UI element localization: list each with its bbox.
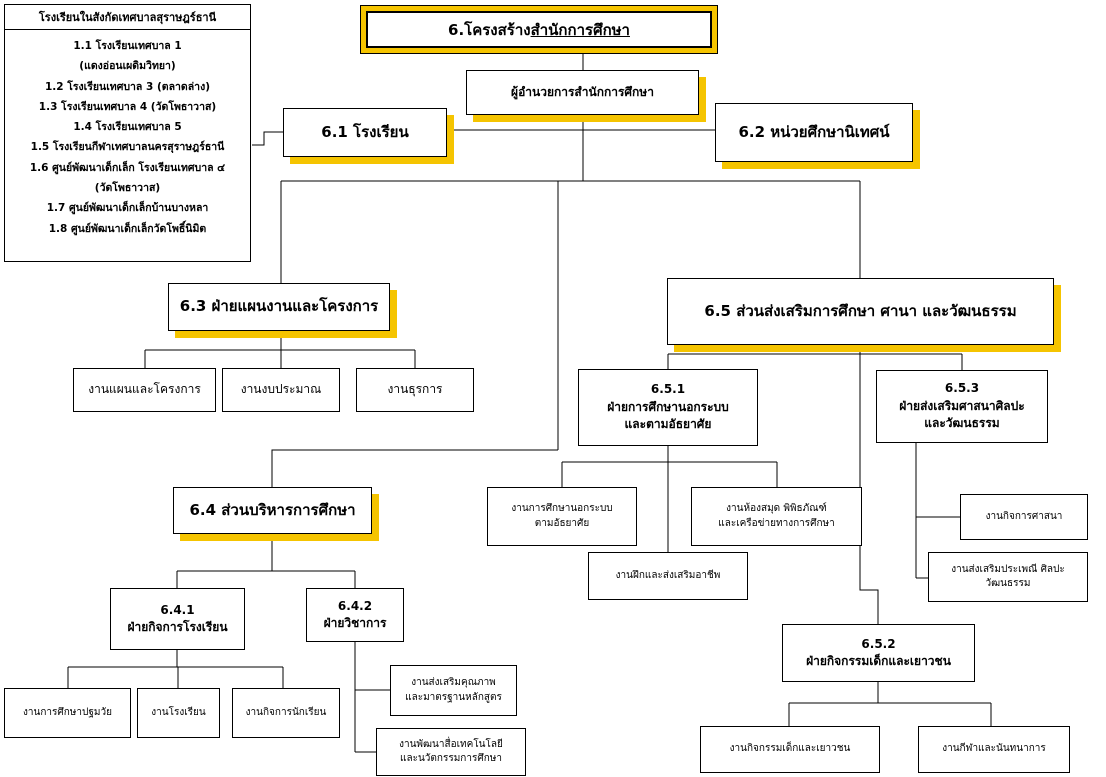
division-6-5-2-box: 6.5.2 ฝ่ายกิจกรรมเด็กและเยาวชน xyxy=(782,624,975,682)
director-label: ผู้อำนวยการสำนักการศึกษา xyxy=(511,84,654,99)
academic-task-box: งานส่งเสริมคุณภาพ และมาตรฐานหลักสูตร xyxy=(390,665,517,716)
task-label: งานกีฬาและนันทนาการ xyxy=(942,743,1046,755)
division-name: ฝ่ายกิจกรรมเด็กและเยาวชน xyxy=(806,654,951,668)
admin-task-label: งานการศึกษาปฐมวัย xyxy=(23,706,112,718)
unit-6-1-box: 6.1 โรงเรียน xyxy=(283,108,447,157)
task-tradition-box: งานส่งเสริมประเพณี ศิลปะ วัฒนธรรม xyxy=(928,552,1088,602)
division-6-4-2-box: 6.4.2 ฝ่ายวิชาการ xyxy=(306,588,404,642)
unit-6-5-label: 6.5 ส่วนส่งเสริมการศึกษา ศานา และวัฒนธรร… xyxy=(704,301,1017,320)
division-name: ฝ่ายส่งเสริมศาสนาศิลปะ xyxy=(899,398,1025,413)
task-nonformal-box: งานการศึกษานอกระบบ ตามอัธยาศัย xyxy=(487,487,637,546)
academic-task-label: และมาตรฐานหลักสูตร xyxy=(405,691,502,703)
academic-task-label: งานส่งเสริมคุณภาพ xyxy=(411,677,496,688)
admin-task-box: งานการศึกษาปฐมวัย xyxy=(4,688,131,738)
schools-legend-item: (วัดโพธาวาส) xyxy=(94,182,161,195)
division-code: 6.4.1 xyxy=(160,602,195,617)
schools-legend-item: 1.5 โรงเรียนกีฬาเทศบาลนครสุราษฎร์ธานี xyxy=(30,141,225,154)
division-name: และวัฒนธรรม xyxy=(924,416,1000,431)
schools-legend-item: 1.7 ศูนย์พัฒนาเด็กเล็กบ้านบางหลา xyxy=(46,202,209,215)
schools-legend-list: 1.1 โรงเรียนเทศบาล 1 (แดงอ่อนเผดิมวิทยา)… xyxy=(5,30,250,239)
admin-task-label: งานโรงเรียน xyxy=(151,706,206,718)
task-label: วัฒนธรรม xyxy=(985,578,1031,589)
division-code: 6.5.1 xyxy=(650,382,686,397)
schools-legend-item: (แดงอ่อนเผดิมวิทยา) xyxy=(79,60,176,73)
schools-legend-item: 1.2 โรงเรียนเทศบาล 3 (ตลาดล่าง) xyxy=(44,80,211,93)
division-code: 6.5.3 xyxy=(944,381,980,396)
unit-6-5-box: 6.5 ส่วนส่งเสริมการศึกษา ศานา และวัฒนธรร… xyxy=(667,278,1054,345)
task-label: และเครือข่ายทางการศึกษา xyxy=(718,517,835,529)
division-name: และตามอัธยาศัย xyxy=(624,417,712,432)
director-box: ผู้อำนวยการสำนักการศึกษา xyxy=(466,70,699,115)
task-religion-box: งานกิจการศาสนา xyxy=(960,494,1088,540)
schools-legend: โรงเรียนในสังกัดเทศบาลสุราษฎร์ธานี 1.1 โ… xyxy=(4,4,251,262)
admin-task-box: งานกิจการนักเรียน xyxy=(232,688,340,738)
unit-6-2-label: 6.2 หน่วยศึกษานิเทศน์ xyxy=(738,122,890,141)
task-label: งานห้องสมุด พิพิธภัณฑ์ xyxy=(726,503,827,514)
task-label: งานส่งเสริมประเพณี ศิลปะ xyxy=(951,563,1065,575)
division-6-4-1-box: 6.4.1 ฝ่ายกิจการโรงเรียน xyxy=(110,588,245,650)
division-code: 6.5.2 xyxy=(861,636,896,651)
unit-6-3-label: 6.3 ฝ่ายแผนงานและโครงการ xyxy=(179,297,379,316)
academic-task-label: งานพัฒนาสื่อเทคโนโลยี xyxy=(399,738,503,750)
plan-task-label: งานแผนและโครงการ xyxy=(88,382,201,397)
task-label: งานฝึกและส่งเสริมอาชีพ xyxy=(615,569,721,581)
admin-task-box: งานโรงเรียน xyxy=(137,688,220,738)
unit-6-1-label: 6.1 โรงเรียน xyxy=(321,122,409,141)
task-vocational-box: งานฝึกและส่งเสริมอาชีพ xyxy=(588,552,748,600)
plan-task-box: งานแผนและโครงการ xyxy=(73,368,216,412)
schools-legend-item: 1.6 ศูนย์พัฒนาเด็กเล็ก โรงเรียนเทศบาล ๔ xyxy=(29,161,226,174)
plan-task-box: งานงบประมาณ xyxy=(222,368,340,412)
task-label: งานกิจกรรมเด็กและเยาวชน xyxy=(729,743,851,755)
academic-task-box: งานพัฒนาสื่อเทคโนโลยี และนวัตกรรมการศึกษ… xyxy=(376,728,526,776)
unit-6-4-box: 6.4 ส่วนบริหารการศึกษา xyxy=(173,487,372,534)
division-6-5-3-box: 6.5.3 ฝ่ายส่งเสริมศาสนาศิลปะ และวัฒนธรรม xyxy=(876,370,1048,443)
page-title: 6.โครงสร้างสำนักการศึกษา xyxy=(360,5,718,54)
title-prefix: 6.โครงสร้าง xyxy=(448,20,531,39)
schools-legend-item: 1.8 ศูนย์พัฒนาเด็กเล็กวัดโพธิ์นิมิต xyxy=(48,222,207,235)
task-label: ตามอัธยาศัย xyxy=(534,517,590,529)
schools-legend-item: 1.4 โรงเรียนเทศบาล 5 xyxy=(73,121,182,134)
task-sports-box: งานกีฬาและนันทนาการ xyxy=(918,726,1070,773)
division-6-5-1-box: 6.5.1 ฝ่ายการศึกษานอกระบบ และตามอัธยาศัย xyxy=(578,369,758,446)
title-underlined: สำนักการศึกษา xyxy=(530,20,630,39)
division-name: ฝ่ายการศึกษานอกระบบ xyxy=(607,399,729,414)
schools-legend-item: 1.1 โรงเรียนเทศบาล 1 xyxy=(73,40,182,52)
unit-6-2-box: 6.2 หน่วยศึกษานิเทศน์ xyxy=(715,103,913,162)
plan-task-box: งานธุรการ xyxy=(356,368,474,412)
plan-task-label: งานธุรการ xyxy=(387,382,443,397)
division-name: ฝ่ายกิจการโรงเรียน xyxy=(127,620,228,634)
academic-task-label: และนวัตกรรมการศึกษา xyxy=(400,753,502,764)
task-label: งานการศึกษานอกระบบ xyxy=(511,503,613,514)
plan-task-label: งานงบประมาณ xyxy=(240,382,322,397)
division-code: 6.4.2 xyxy=(337,598,373,613)
schools-legend-item: 1.3 โรงเรียนเทศบาล 4 (วัดโพธาวาส) xyxy=(38,100,217,113)
division-name: ฝ่ายวิชาการ xyxy=(323,616,387,630)
schools-legend-title: โรงเรียนในสังกัดเทศบาลสุราษฎร์ธานี xyxy=(5,5,250,30)
task-library-box: งานห้องสมุด พิพิธภัณฑ์ และเครือข่ายทางกา… xyxy=(691,487,862,546)
admin-task-label: งานกิจการนักเรียน xyxy=(245,706,327,718)
unit-6-4-label: 6.4 ส่วนบริหารการศึกษา xyxy=(189,500,356,519)
unit-6-3-box: 6.3 ฝ่ายแผนงานและโครงการ xyxy=(168,283,390,331)
task-label: งานกิจการศาสนา xyxy=(985,510,1063,522)
task-youth-box: งานกิจกรรมเด็กและเยาวชน xyxy=(700,726,880,773)
